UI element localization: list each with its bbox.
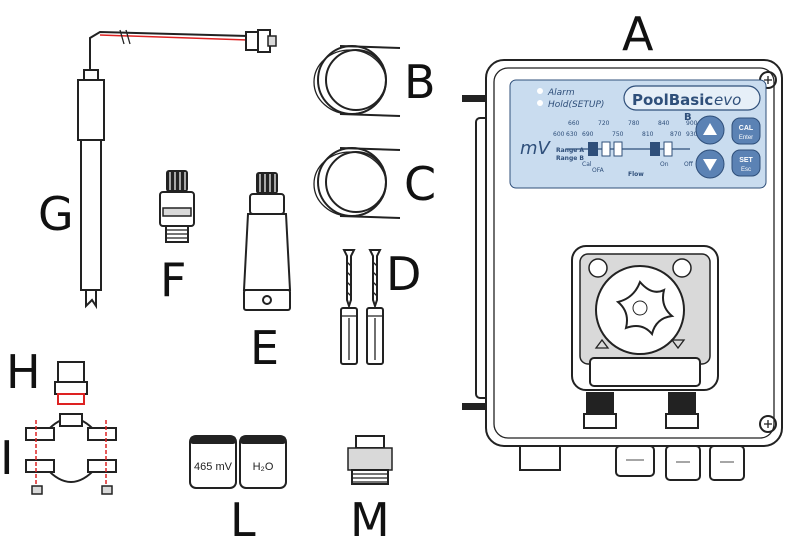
on-mark: On bbox=[660, 161, 669, 168]
ofa-mark: OFA bbox=[592, 167, 605, 174]
label-a: A bbox=[622, 7, 654, 61]
probe-holder-f bbox=[159, 170, 195, 243]
nut-fitting-m bbox=[347, 435, 393, 485]
range-a-label: Range A bbox=[556, 147, 584, 154]
cal-button-label: CAL bbox=[739, 125, 754, 132]
scale-bottom-3: 810 bbox=[642, 131, 654, 138]
bottle-label-right: H₂O bbox=[253, 461, 274, 473]
scale-bottom-1: 690 bbox=[582, 131, 594, 138]
controller-pump-a bbox=[462, 59, 783, 481]
label-g: G bbox=[38, 187, 74, 241]
calibration-bottles bbox=[189, 435, 287, 489]
label-c: C bbox=[404, 157, 436, 211]
label-f: F bbox=[160, 253, 186, 307]
label-b: B bbox=[404, 55, 436, 109]
label-m: M bbox=[350, 493, 390, 547]
coiled-tube-b bbox=[313, 45, 401, 117]
model-name: evo bbox=[714, 91, 741, 109]
hold-label: Hold(SETUP) bbox=[548, 100, 604, 110]
scale-top-2: 780 bbox=[628, 120, 640, 127]
scale-bottom-2: 750 bbox=[612, 131, 624, 138]
scale-bottom-0: 630 bbox=[566, 131, 578, 138]
bottle-label-left: 465 mV bbox=[194, 461, 233, 473]
label-e: E bbox=[250, 321, 279, 375]
off-mark: Off bbox=[684, 161, 694, 168]
brand-name: PoolBasic bbox=[632, 91, 713, 109]
scale-bottom-5: 930 bbox=[686, 131, 698, 138]
label-i: I bbox=[0, 431, 14, 485]
probe-holder-e bbox=[242, 172, 292, 311]
coiled-tube-c bbox=[313, 147, 401, 219]
esc-button-label: Esc bbox=[741, 167, 751, 173]
scale-top-4: 900 bbox=[686, 120, 698, 127]
scale-top-0: 660 bbox=[568, 120, 580, 127]
screws-and-plugs bbox=[340, 249, 384, 365]
cal-mark: Cal bbox=[582, 161, 592, 168]
union-fitting-h bbox=[54, 361, 88, 405]
range-b-label: Range B bbox=[556, 155, 584, 162]
set-button-label: SET bbox=[739, 157, 753, 164]
label-d: D bbox=[386, 247, 421, 301]
unit-label: mV bbox=[520, 138, 552, 159]
electrode-probe bbox=[77, 29, 277, 310]
scale-top-1: 720 bbox=[598, 120, 610, 127]
alarm-label: Alarm bbox=[547, 88, 575, 98]
pipe-clamp-i bbox=[25, 413, 117, 495]
range-marker: B bbox=[684, 112, 692, 123]
label-l: L bbox=[230, 493, 256, 547]
enter-button-label: Enter bbox=[739, 135, 753, 141]
scale-left: 600 bbox=[553, 131, 565, 138]
scale-bottom-4: 870 bbox=[670, 131, 682, 138]
scale-top-3: 840 bbox=[658, 120, 670, 127]
label-h: H bbox=[6, 345, 41, 399]
flow-mark: Flow bbox=[628, 171, 644, 178]
